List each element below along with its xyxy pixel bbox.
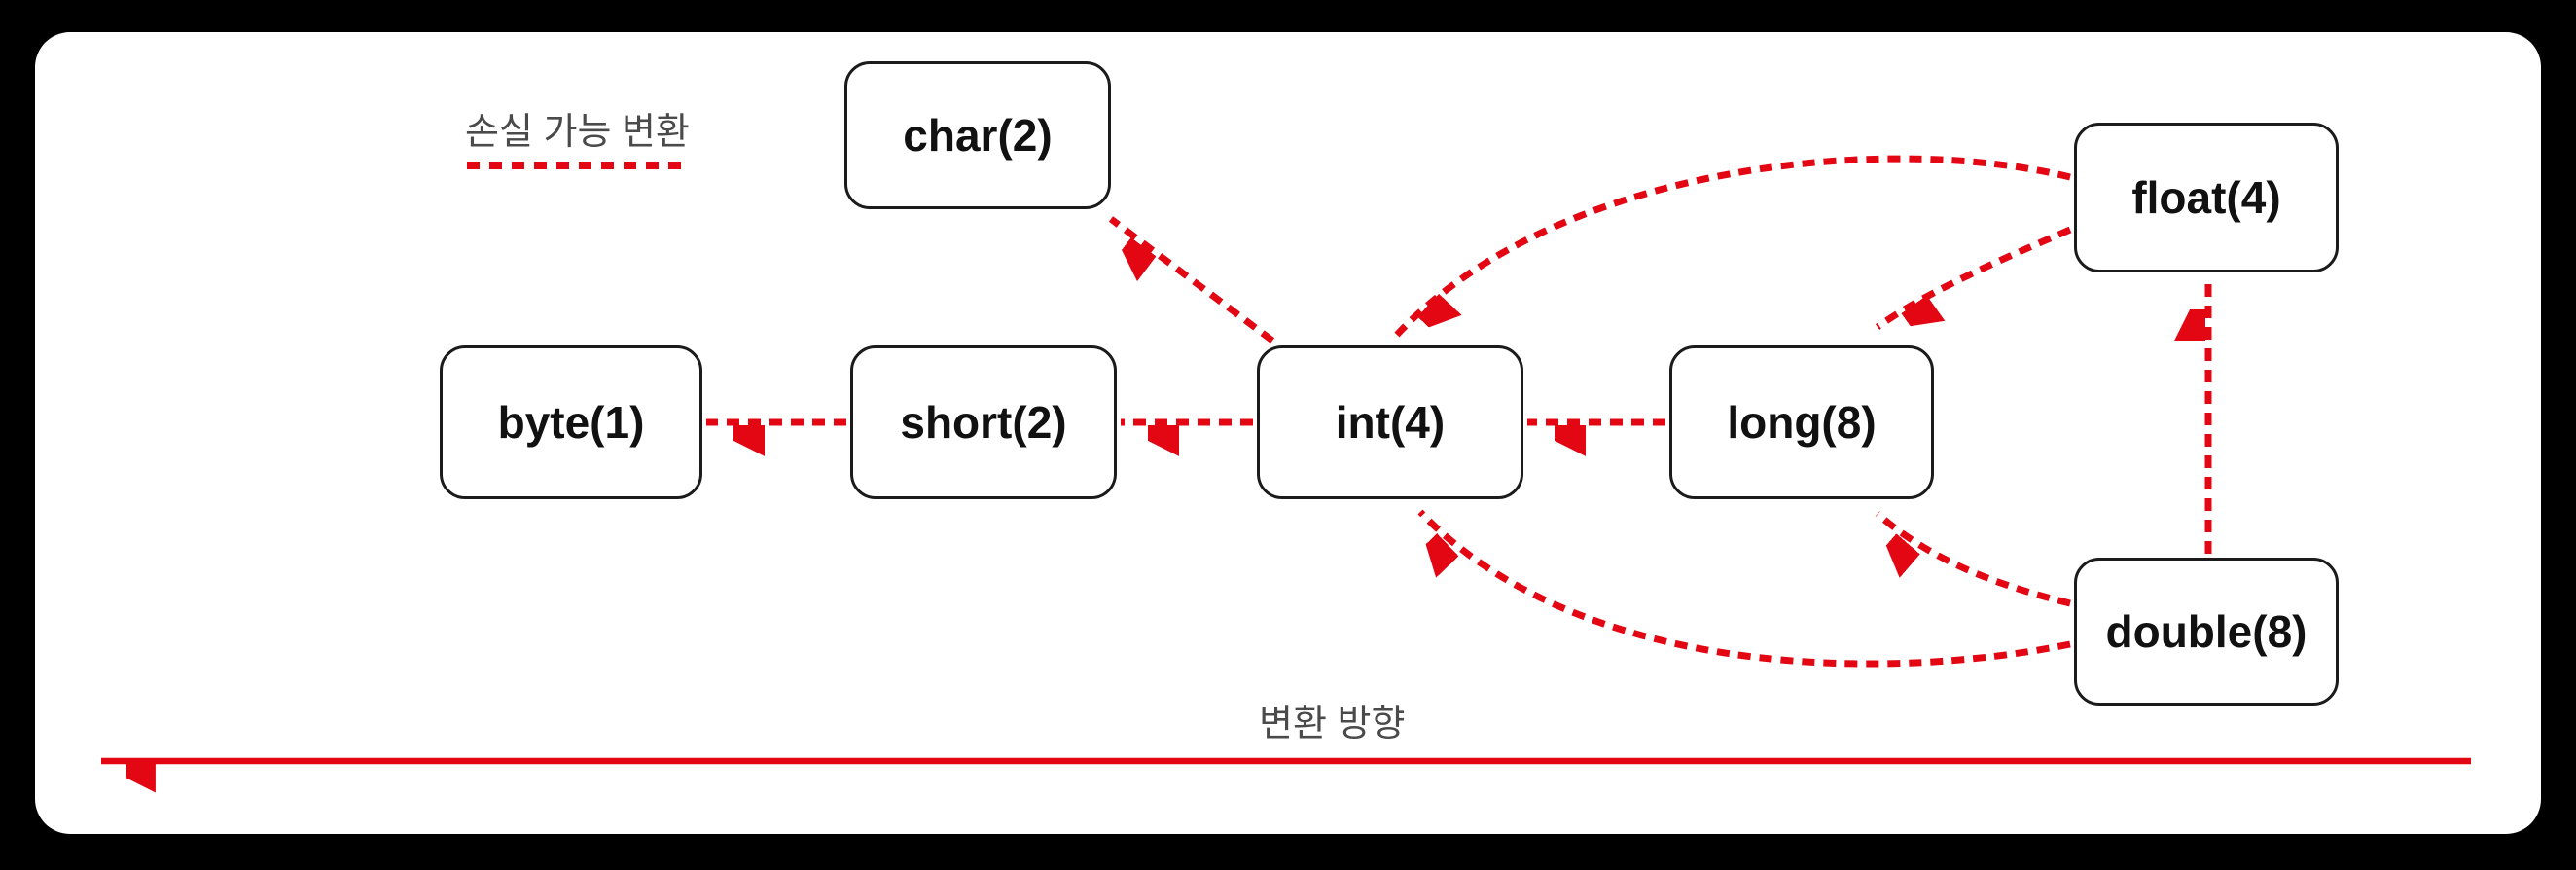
edge-float-to-int: [1394, 155, 2071, 335]
node-float-label: float(4): [2131, 172, 2281, 223]
edge-double-to-int: [1420, 509, 2071, 668]
node-char: char(2): [844, 61, 1111, 209]
node-double-label: double(8): [2105, 606, 2308, 657]
node-long-label: long(8): [1727, 397, 1877, 448]
node-byte: byte(1): [440, 345, 702, 499]
node-int-label: int(4): [1335, 397, 1446, 448]
edge-int-to-char: [1108, 216, 1275, 344]
node-char-label: char(2): [903, 110, 1053, 161]
node-short-label: short(2): [900, 397, 1067, 448]
conversion-direction-label: 변환 방향: [1259, 704, 1406, 744]
edge-double-to-long: [1875, 511, 2071, 607]
edge-float-to-long: [1875, 226, 2072, 327]
legend-lossy-label: 손실 가능 변환: [465, 112, 690, 153]
node-byte-label: byte(1): [497, 397, 645, 448]
node-short: short(2): [850, 345, 1117, 499]
node-double: double(8): [2074, 558, 2339, 706]
node-long: long(8): [1669, 345, 1934, 499]
node-int: int(4): [1257, 345, 1523, 499]
node-float: float(4): [2074, 123, 2339, 272]
